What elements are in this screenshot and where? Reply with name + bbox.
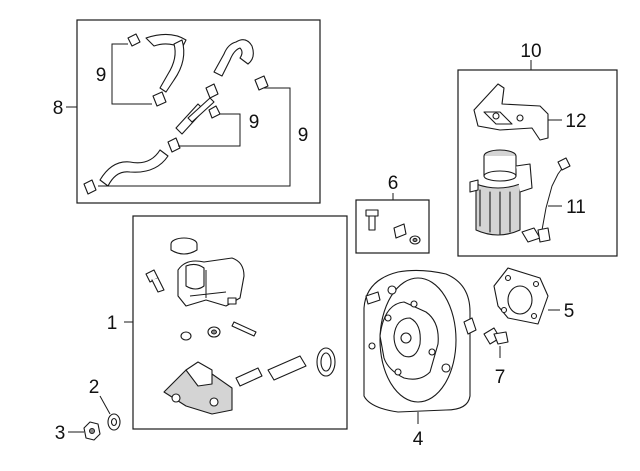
- gasket: [493, 267, 549, 325]
- callout-12: 12: [565, 111, 586, 132]
- clamp: [83, 33, 269, 195]
- vacuum-pump-assembly: [469, 149, 533, 236]
- washer: [107, 413, 121, 431]
- master-cylinder-box: [132, 215, 348, 430]
- callout-9c: 9: [298, 125, 309, 146]
- callout-10: 10: [520, 41, 541, 62]
- callout-2: 2: [89, 377, 100, 398]
- callout-1: 1: [107, 313, 118, 334]
- vacuum-hose-kit: [99, 33, 254, 187]
- callout-3: 3: [55, 423, 66, 444]
- mounting-bracket: [473, 83, 549, 141]
- hardware-kit-box: [355, 199, 430, 254]
- sensor-harness: [521, 157, 571, 243]
- callout-7: 7: [495, 367, 506, 388]
- callout-8: 8: [53, 98, 64, 119]
- hardware-kit: [365, 209, 421, 245]
- leader-9a: [111, 43, 152, 105]
- callout-5: 5: [564, 301, 575, 322]
- callout-6: 6: [388, 173, 399, 194]
- callout-9a: 9: [96, 65, 107, 86]
- callout-4: 4: [413, 429, 424, 450]
- leader-9c: [98, 87, 291, 187]
- callout-11: 11: [566, 197, 586, 218]
- check-valve: [483, 327, 509, 345]
- hose-kit-box: [76, 19, 321, 204]
- vacuum-pump-box: [457, 69, 618, 257]
- nut: [83, 421, 101, 441]
- leader-9b: [178, 113, 241, 147]
- brake-booster: [363, 269, 477, 413]
- master-cylinder: [145, 237, 336, 415]
- leader-2: [99, 395, 111, 415]
- callout-9b: 9: [249, 112, 260, 133]
